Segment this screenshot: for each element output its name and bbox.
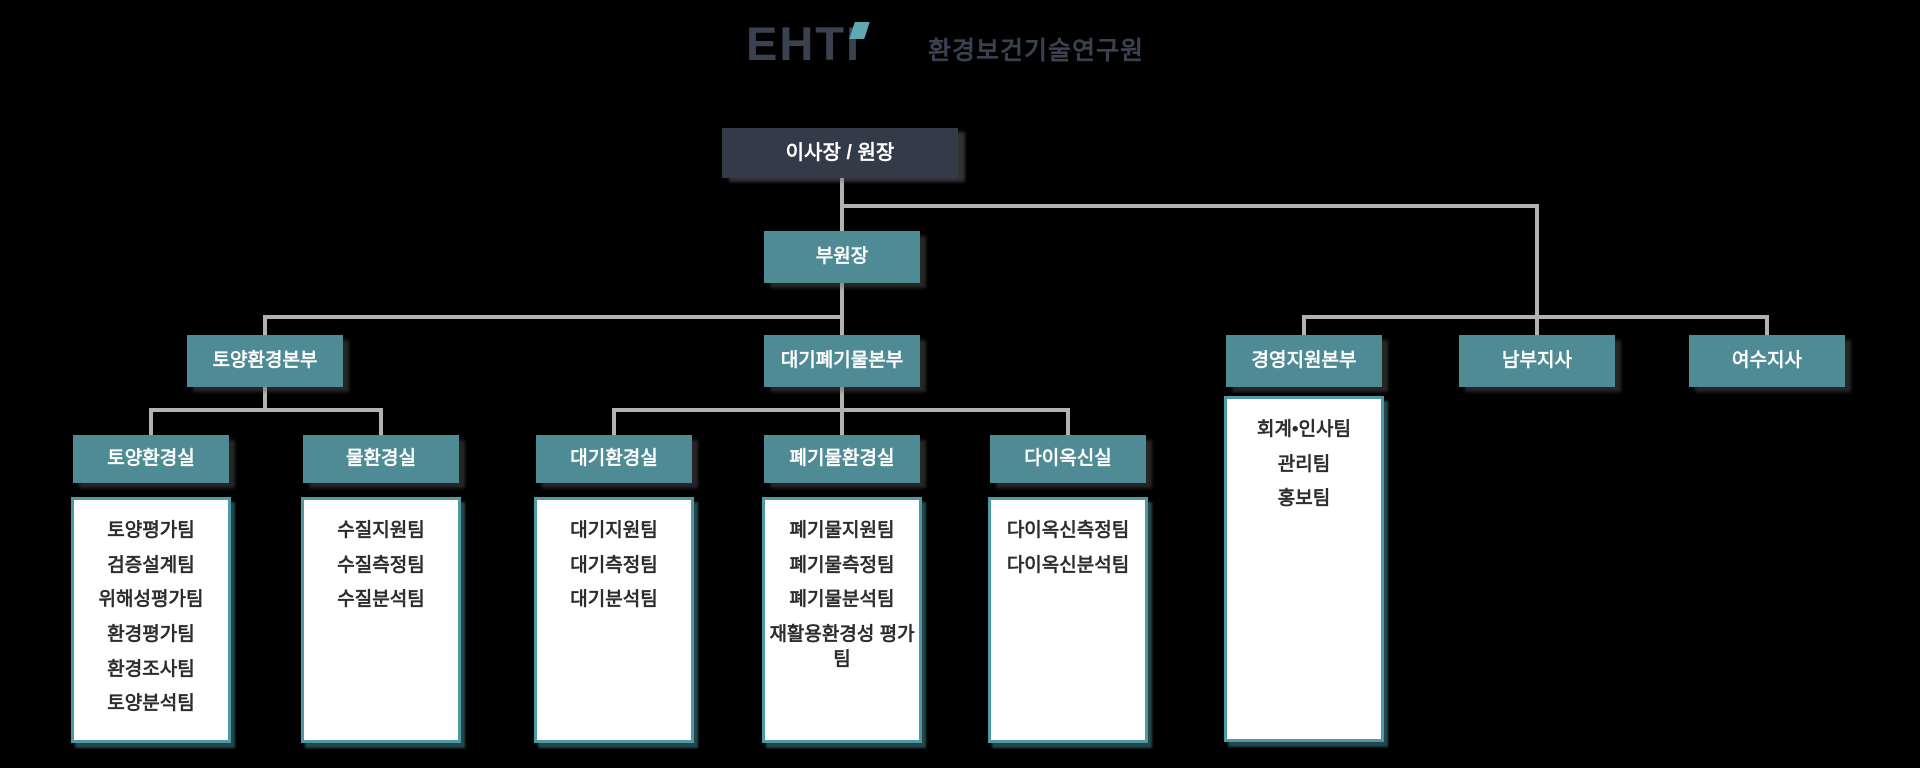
team-item: 대기분석팀: [570, 589, 658, 611]
node-division-management-support-hq: 경영지원본부: [1226, 335, 1382, 387]
team-item: 홍보팀: [1277, 488, 1331, 510]
node-division-air-waste-hq: 대기폐기물본부: [764, 335, 920, 387]
connector-line: [1535, 204, 1539, 335]
team-panel-air-env: 대기지원팀 대기측정팀 대기분석팀: [534, 497, 694, 743]
node-branch-southern: 남부지사: [1459, 335, 1615, 387]
team-panel-management-support: 회계•인사팀 관리팀 홍보팀: [1224, 396, 1384, 742]
node-office-dioxin: 다이옥신실: [990, 435, 1146, 483]
team-item: 폐기물지원팀: [789, 520, 895, 541]
connector-line: [840, 315, 844, 335]
team-panel-dioxin: 다이옥신측정팀 다이옥신분석팀: [988, 497, 1148, 743]
node-division-soil-env-hq: 토양환경본부: [187, 335, 343, 387]
node-deputy-director: 부원장: [764, 231, 920, 283]
team-list: 회계•인사팀 관리팀 홍보팀: [1227, 413, 1381, 517]
connector-line: [263, 315, 267, 335]
team-list: 폐기물지원팀 폐기물측정팀 폐기물분석팀 재활용환경성 평가팀: [765, 514, 919, 677]
node-chairman-director: 이사장 / 원장: [722, 128, 958, 178]
team-item: 폐기물측정팀: [789, 554, 895, 576]
node-branch-yeosu: 여수지사: [1689, 335, 1845, 387]
team-item: 검증설계팀: [107, 554, 195, 576]
team-list: 다이옥신측정팀 다이옥신분석팀: [991, 514, 1145, 583]
team-item: 토양분석팀: [107, 693, 195, 715]
node-office-waste-env: 폐기물환경실: [764, 435, 920, 483]
connector-line: [263, 315, 844, 319]
team-item: 다이옥신측정팀: [1006, 520, 1130, 541]
connector-line: [149, 408, 383, 412]
connector-line: [149, 408, 153, 435]
brand-logo: EHTI: [746, 17, 862, 70]
team-item: 토양평가팀: [107, 520, 195, 541]
connector-line: [1765, 315, 1769, 335]
connector-line: [840, 387, 844, 435]
connector-line: [840, 204, 1539, 208]
connector-line: [1066, 408, 1070, 435]
team-list: 대기지원팀 대기측정팀 대기분석팀: [537, 514, 691, 618]
team-item: 수질지원팀: [337, 520, 425, 541]
connector-line: [1302, 315, 1306, 335]
team-panel-waste-env: 폐기물지원팀 폐기물측정팀 폐기물분석팀 재활용환경성 평가팀: [762, 497, 922, 743]
team-item: 대기측정팀: [570, 554, 658, 576]
logo-subtitle: 환경보건기술연구원: [928, 37, 1145, 65]
team-item: 환경평가팀: [107, 624, 195, 646]
node-office-soil-env: 토양환경실: [73, 435, 229, 483]
node-office-air-env: 대기환경실: [536, 435, 692, 483]
team-list: 수질지원팀 수질측정팀 수질분석팀: [304, 514, 458, 618]
team-panel-soil-env: 토양평가팀 검증설계팀 위해성평가팀 환경평가팀 환경조사팀 토양분석팀: [71, 497, 231, 743]
node-office-water-env: 물환경실: [303, 435, 459, 483]
team-item: 관리팀: [1277, 453, 1331, 475]
connector-line: [612, 408, 616, 435]
connector-line: [1302, 315, 1769, 319]
team-item: 위해성평가팀: [98, 589, 204, 611]
connector-line: [263, 387, 267, 412]
team-panel-water-env: 수질지원팀 수질측정팀 수질분석팀: [301, 497, 461, 743]
team-item: 재활용환경성 평가팀: [769, 624, 915, 670]
team-item: 회계•인사팀: [1256, 419, 1352, 440]
team-item: 대기지원팀: [570, 520, 658, 541]
team-item: 수질분석팀: [337, 589, 425, 611]
team-item: 폐기물분석팀: [789, 589, 895, 611]
team-item: 환경조사팀: [107, 658, 195, 680]
team-item: 다이옥신분석팀: [1006, 554, 1130, 576]
team-item: 수질측정팀: [337, 554, 425, 576]
team-list: 토양평가팀 검증설계팀 위해성평가팀 환경평가팀 환경조사팀 토양분석팀: [74, 514, 228, 722]
connector-line: [840, 283, 844, 319]
connector-line: [379, 408, 383, 435]
